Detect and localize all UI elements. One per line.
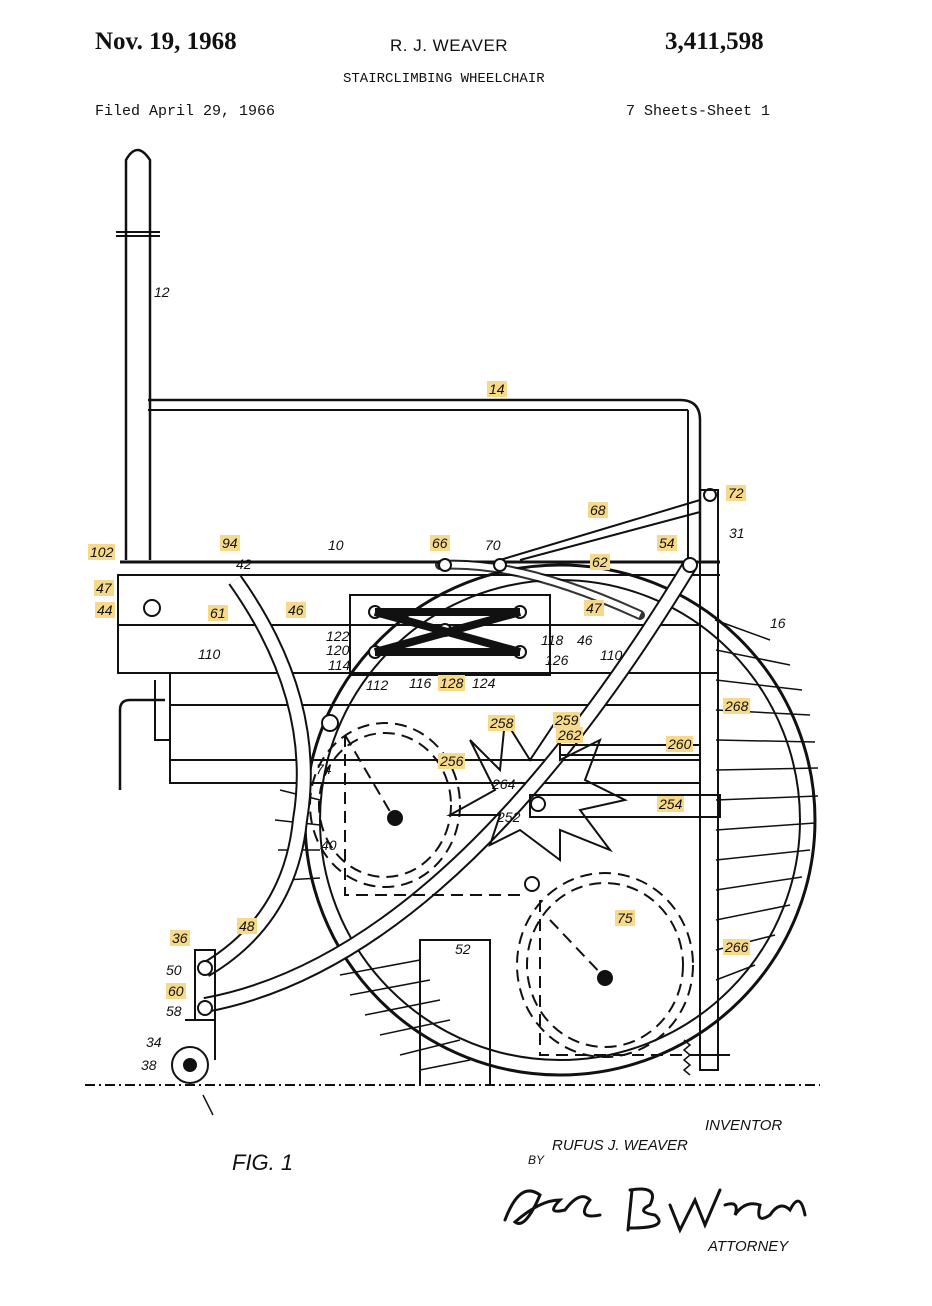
filing-date: Filed April 29, 1966 [95, 103, 276, 120]
ref-numeral: 36 [170, 930, 190, 946]
ref-numeral: 40 [321, 837, 337, 853]
ref-numeral: 58 [166, 1003, 182, 1019]
armrest [148, 398, 702, 560]
ref-numeral: 44 [95, 602, 115, 618]
ref-numeral: 46 [577, 632, 593, 648]
ref-numeral: 31 [729, 525, 745, 541]
ref-numeral: 16 [770, 615, 786, 631]
patent-title: STAIRCLIMBING WHEELCHAIR [343, 71, 545, 87]
wheel-treads [274, 619, 819, 1071]
ref-numeral: 14 [487, 381, 507, 397]
ref-numeral: 260 [666, 736, 694, 752]
rear-drive-dashed [516, 872, 694, 1058]
ref-numeral: 50 [166, 962, 182, 978]
inventor-name: RUFUS J. WEAVER [552, 1137, 688, 1154]
ref-numeral: 61 [208, 605, 228, 621]
inventor-name-header: R. J. WEAVER [390, 36, 509, 55]
ref-numeral: 110 [600, 647, 623, 663]
by-caption: BY [528, 1153, 545, 1167]
ref-numeral: 116 [409, 675, 432, 691]
ref-numeral: 126 [545, 652, 569, 668]
front-leg-lever [200, 575, 312, 977]
ref-numeral: 62 [590, 554, 610, 570]
ref-numeral: 102 [88, 544, 116, 560]
ref-numeral: 112 [366, 677, 389, 693]
ref-numeral: 114 [328, 657, 351, 673]
support-bar [529, 794, 721, 818]
ref-numeral: 122 [326, 628, 350, 644]
ref-numeral: 46 [286, 602, 306, 618]
rear-post [699, 489, 719, 1071]
front-drive-dashed [309, 722, 461, 888]
ref-numeral: 70 [485, 537, 501, 553]
ref-numeral: 54 [657, 535, 677, 551]
front-caster [171, 1046, 209, 1084]
ref-numeral: 128 [438, 675, 466, 691]
backrest-post [124, 148, 152, 560]
ref-numeral: 60 [166, 983, 186, 999]
inventor-caption: INVENTOR [705, 1117, 783, 1134]
ref-numeral: 268 [723, 698, 751, 714]
patent-date: Nov. 19, 1968 [95, 28, 237, 55]
attorney-caption: ATTORNEY [708, 1238, 789, 1255]
ref-numeral: 75 [615, 910, 635, 926]
ref-numeral: 118 [541, 632, 564, 648]
ref-numeral: 94 [220, 535, 240, 551]
ref-numeral: 74 [316, 761, 332, 777]
ref-numeral: 34 [146, 1034, 162, 1050]
ref-numeral: 47 [94, 580, 114, 596]
patent-number: 3,411,598 [665, 28, 764, 55]
ref-numeral: 52 [455, 941, 471, 957]
sheet-number: 7 Sheets-Sheet 1 [626, 103, 771, 120]
ref-numeral: 66 [430, 535, 450, 551]
ref-numeral: 264 [492, 776, 516, 792]
ref-numeral: 258 [488, 715, 516, 731]
ref-numeral: 47 [584, 600, 604, 616]
ref-numeral: 68 [588, 502, 608, 518]
ref-numeral: 72 [726, 485, 746, 501]
ref-numeral: 10 [328, 537, 344, 553]
ref-numeral: 38 [141, 1057, 157, 1073]
ref-numeral: 252 [497, 809, 521, 825]
ref-numeral: 120 [326, 642, 350, 658]
ref-numeral: 124 [472, 675, 496, 691]
attorney-signature [503, 1187, 807, 1234]
ref-numeral: 262 [556, 727, 584, 743]
ref-numeral: 42 [236, 556, 252, 572]
ref-numeral: 256 [438, 753, 466, 769]
ratchet-star [446, 711, 628, 862]
ref-numeral: 48 [237, 918, 257, 934]
ref-numeral: 266 [723, 939, 751, 955]
ref-numeral: 12 [154, 284, 170, 300]
ref-numeral: 110 [198, 646, 221, 662]
figure-label: FIG. 1 [232, 1150, 294, 1175]
ref-numeral: 259 [553, 712, 581, 728]
ref-numeral: 254 [657, 796, 685, 812]
